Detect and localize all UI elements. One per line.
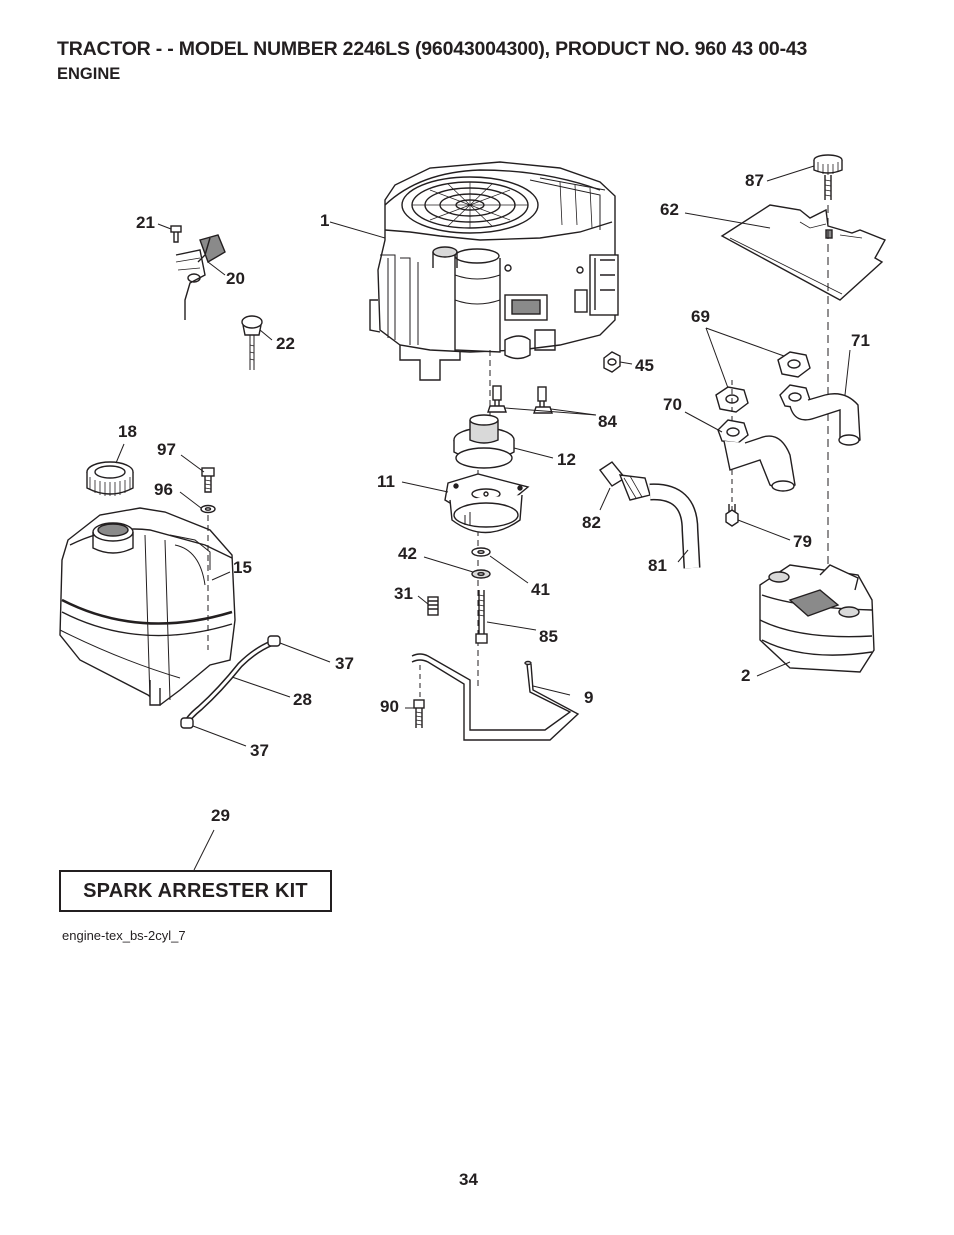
callout-15: 15 [233, 558, 252, 577]
bolt-85 [475, 590, 488, 644]
callout-22: 22 [276, 334, 295, 353]
callout-1: 1 [320, 211, 330, 230]
callout-71: 71 [851, 331, 870, 350]
callout-84: 84 [598, 412, 617, 431]
callout-41: 41 [531, 580, 550, 599]
clutch-11 [444, 473, 530, 534]
nut-45 [603, 351, 621, 373]
exhaust-pipe-71 [779, 384, 861, 446]
gasket-upper [777, 351, 811, 378]
callout-29: 29 [211, 806, 230, 825]
callout-42: 42 [398, 544, 417, 563]
leader-lines [115, 165, 851, 871]
callout-21: 21 [136, 213, 155, 232]
callout-12: 12 [557, 450, 576, 469]
fuel-line [180, 635, 281, 729]
exhaust-pipe-70 [717, 419, 796, 492]
callout-87: 87 [745, 171, 764, 190]
bolt-90 [413, 699, 425, 728]
page-title: TRACTOR - - MODEL NUMBER 2246LS (9604300… [57, 38, 808, 60]
callout-81: 81 [648, 556, 667, 575]
callout-37-upper: 37 [335, 654, 354, 673]
callout-90: 90 [380, 697, 399, 716]
screw-87 [813, 154, 843, 200]
fitting-82 [598, 461, 651, 501]
engine-assembly [369, 161, 619, 381]
callout-96: 96 [154, 480, 173, 499]
washers-41-42 [471, 547, 491, 579]
heat-shield-62 [720, 204, 886, 301]
fuel-cap [86, 461, 134, 496]
diagram-reference: engine-tex_bs-2cyl_7 [62, 928, 186, 943]
dipstick-tube-22 [241, 315, 263, 370]
muffler-2 [759, 564, 875, 673]
page-number: 34 [459, 1170, 478, 1189]
callout-37-lower: 37 [250, 741, 269, 760]
callout-69: 69 [691, 307, 710, 326]
hose-81 [649, 483, 701, 569]
callout-97: 97 [157, 440, 176, 459]
callout-85: 85 [539, 627, 558, 646]
screw-97 [201, 467, 215, 493]
callout-28: 28 [293, 690, 312, 709]
callout-31: 31 [394, 584, 413, 603]
callout-82: 82 [582, 513, 601, 532]
key-31 [427, 596, 439, 616]
dipstick-bracket [170, 225, 226, 320]
pulley-12 [453, 414, 515, 469]
callout-9: 9 [584, 688, 594, 707]
callout-45: 45 [635, 356, 654, 375]
callout-79: 79 [793, 532, 812, 551]
callout-20: 20 [226, 269, 245, 288]
washer-96 [200, 504, 216, 514]
section-title: ENGINE [57, 65, 121, 83]
spark-arrester-kit-box: SPARK ARRESTER KIT [59, 870, 332, 912]
callout-62: 62 [660, 200, 679, 219]
callout-70: 70 [663, 395, 682, 414]
spark-arrester-kit-label: SPARK ARRESTER KIT [83, 879, 308, 902]
callout-2: 2 [741, 666, 751, 685]
callout-18: 18 [118, 422, 137, 441]
callout-11: 11 [377, 472, 395, 491]
brace-9 [411, 653, 580, 741]
bolt-79 [725, 504, 739, 527]
fuel-tank [59, 507, 236, 706]
bolts-84 [487, 385, 553, 414]
